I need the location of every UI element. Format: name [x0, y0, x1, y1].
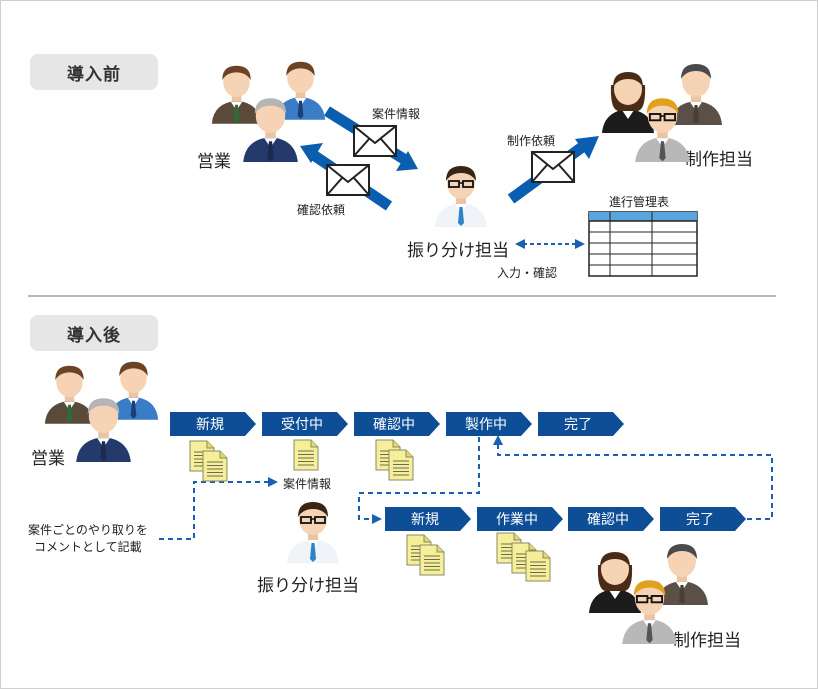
document-icon: [388, 449, 414, 481]
person-icon: [76, 398, 131, 463]
top-step-complete: 完了: [538, 412, 624, 436]
input-confirm-arrow: [515, 239, 585, 249]
top-step-new: 新規: [170, 412, 256, 436]
comment-connector: [159, 481, 269, 540]
document-icon: [525, 550, 551, 582]
bottom-step-checking: 確認中: [568, 507, 654, 531]
person-icon: [243, 98, 298, 163]
branch-down-connector: [358, 437, 480, 520]
input-confirm-label: 入力・確認: [497, 266, 558, 280]
person-icon: [44, 365, 95, 424]
dispatcher-label-after: 振り分け担当: [257, 576, 359, 596]
sales-label-after: 営業: [31, 449, 65, 469]
person-icon: [622, 580, 677, 645]
sales-label: 営業: [197, 152, 231, 172]
bottom-step-complete: 完了: [660, 507, 746, 531]
branch-down-connector-head: [372, 514, 382, 524]
after-section-label: 導入後: [30, 315, 158, 351]
bottom-step-working: 作業中: [477, 507, 563, 531]
production-label-after: 制作担当: [673, 631, 741, 651]
top-step-accepting: 受付中: [262, 412, 348, 436]
comment-note-line2: コメントとして記載: [34, 540, 142, 554]
person-icon: [635, 98, 690, 163]
dispatcher-label: 振り分け担当: [407, 241, 509, 261]
production-request-label: 制作依頼: [507, 134, 556, 148]
person-icon: [275, 61, 326, 120]
comment-connector-head: [268, 477, 278, 487]
person-icon: [670, 64, 722, 125]
progress-table-label: 進行管理表: [609, 195, 670, 209]
top-step-producing: 製作中: [446, 412, 532, 436]
document-icon: [202, 450, 228, 482]
branch-return-connector-head: [493, 435, 503, 445]
envelope-icon: [353, 125, 397, 157]
comment-note-line1: 案件ごとのやり取りを: [28, 523, 148, 537]
person-icon: [435, 166, 487, 227]
document-icon: [293, 439, 319, 471]
section-divider: [28, 295, 776, 297]
envelope-icon: [531, 151, 575, 183]
before-section-label: 導入前: [30, 54, 158, 90]
person-icon: [602, 72, 654, 133]
person-icon: [589, 552, 641, 613]
confirm-request-label: 確認依頼: [297, 203, 346, 217]
table-icon: [588, 211, 698, 277]
person-icon: [287, 502, 339, 563]
document-icon: [419, 544, 445, 576]
envelope-icon: [326, 164, 370, 196]
person-icon: [211, 65, 262, 124]
person-icon: [656, 544, 708, 605]
production-label: 制作担当: [685, 150, 753, 170]
bottom-step-new: 新規: [385, 507, 471, 531]
case-info-label-after: 案件情報: [283, 477, 332, 491]
person-icon: [108, 361, 159, 420]
top-step-checking: 確認中: [354, 412, 440, 436]
case-info-label: 案件情報: [372, 107, 421, 121]
